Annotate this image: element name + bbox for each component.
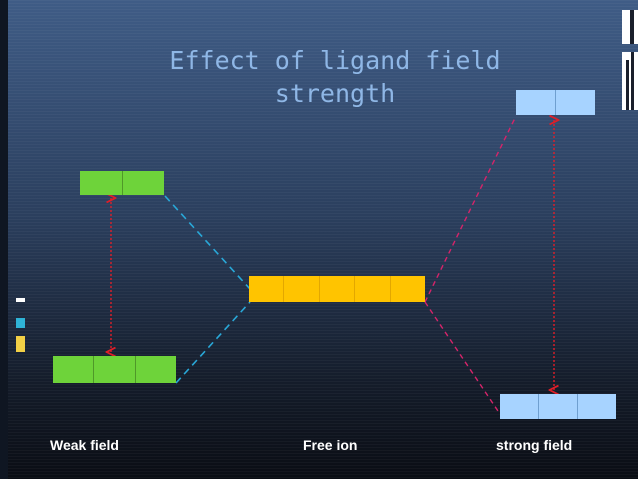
title-line-1: Effect of ligand field xyxy=(169,46,501,75)
orbital-box xyxy=(319,276,356,302)
orbital-box xyxy=(500,394,539,419)
orbital-box xyxy=(53,356,95,383)
free-ion-level xyxy=(249,276,426,302)
orbital-box xyxy=(249,276,285,302)
orbital-box xyxy=(390,276,426,302)
free-ion-label: Free ion xyxy=(303,437,358,453)
orbital-box xyxy=(94,356,136,383)
corner-decoration-bottom xyxy=(622,52,638,110)
left-marker-white xyxy=(16,298,25,302)
slide-title: Effect of ligand field strength xyxy=(90,44,580,110)
corner-decoration-top xyxy=(622,10,638,44)
weak-field-label: Weak field xyxy=(50,437,119,453)
strong-field-upper-level xyxy=(516,90,595,115)
weak-field-upper-level xyxy=(80,171,164,195)
orbital-box xyxy=(80,171,123,195)
weak-upper-connector xyxy=(164,195,251,290)
left-marker-blue xyxy=(16,318,25,328)
orbital-box xyxy=(284,276,320,302)
weak-field-lower-level xyxy=(53,356,176,383)
strong-field-lower-level xyxy=(500,394,616,419)
orbital-box xyxy=(578,394,616,419)
strong-upper-connector xyxy=(424,115,517,303)
orbital-box xyxy=(516,90,556,115)
weak-lower-connector xyxy=(175,301,251,384)
strong-field-label: strong field xyxy=(496,437,573,453)
orbital-box xyxy=(556,90,595,115)
orbital-box xyxy=(135,356,176,383)
title-line-2: strength xyxy=(274,79,396,108)
orbital-box xyxy=(122,171,164,195)
left-edge-stripe xyxy=(0,0,8,479)
left-marker-yellow xyxy=(16,336,25,352)
strong-lower-connector xyxy=(424,301,501,415)
orbital-box xyxy=(355,276,391,302)
orbital-box xyxy=(539,394,578,419)
